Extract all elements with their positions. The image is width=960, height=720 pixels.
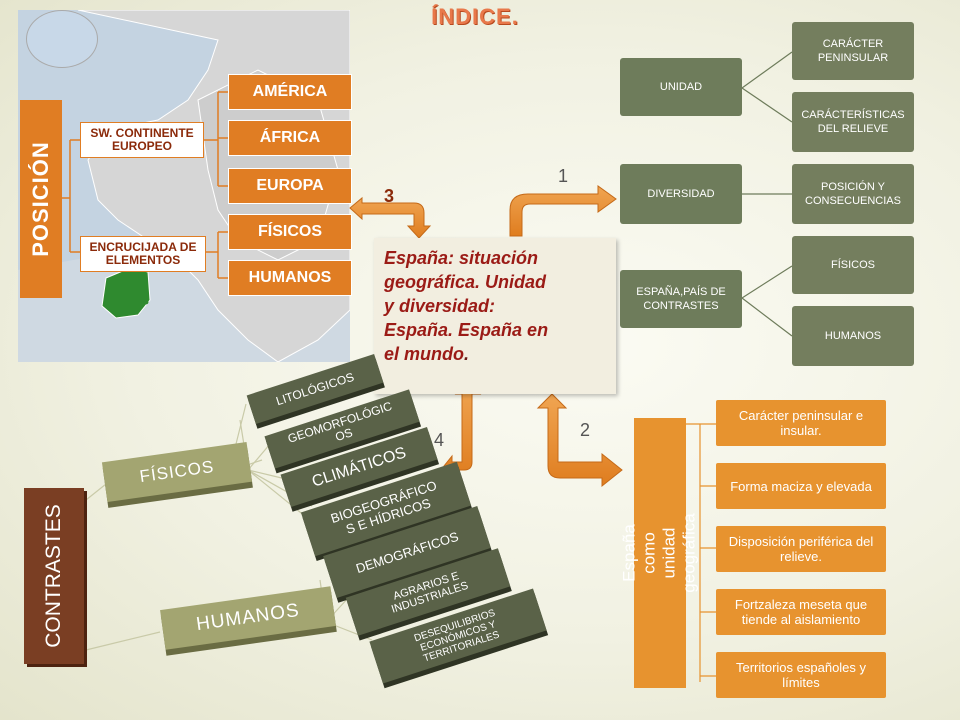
arrow-2 <box>536 393 623 488</box>
arrow-1 <box>509 185 617 237</box>
humanos-map-box: HUMANOS <box>228 260 352 296</box>
arrow-3 <box>349 196 432 239</box>
number-3: 3 <box>384 186 395 206</box>
unidad-item-5: Territorios españoles y límites <box>716 652 886 698</box>
caracter-peninsular-box: CARÁCTER PENINSULAR <box>792 22 914 80</box>
humanos-tree-box: HUMANOS <box>792 306 914 366</box>
unidad-box: UNIDAD <box>620 58 742 116</box>
central-topic-box: España: situación geográfica. Unidad y d… <box>374 238 616 394</box>
globe-inset <box>26 10 98 68</box>
center-line-5: el mundo <box>384 344 464 364</box>
unidad-geografica-bar: España como unidad geográfica <box>620 418 699 688</box>
contrastes-bar: CONTRASTES <box>24 488 84 664</box>
diversidad-box: DIVERSIDAD <box>620 164 742 224</box>
sw-continente-box: SW. CONTINENTE EUROPEO <box>80 122 204 158</box>
number-2: 2 <box>580 420 591 440</box>
posicion-bar: POSICIÓN <box>20 100 62 298</box>
humanos-category-label: HUMANOS <box>194 599 301 636</box>
caracteristicas-relieve-box: CARÁCTERÍSTICAS DEL RELIEVE <box>792 92 914 152</box>
posicion-consecuencias-box: POSICIÓN Y CONSECUENCIAS <box>792 164 914 224</box>
page-title: ÍNDICE. <box>431 4 519 29</box>
unidad-item-3: Disposición periférica del relieve. <box>716 526 886 572</box>
arrow-4 <box>443 383 482 478</box>
africa-box: ÁFRICA <box>228 120 352 156</box>
unidad-item-1: Carácter peninsular e insular. <box>716 400 886 446</box>
fisicos-tree-box: FÍSICOS <box>792 236 914 294</box>
europa-box: EUROPA <box>228 168 352 204</box>
america-box: AMÉRICA <box>228 74 352 110</box>
encrucijada-label: ENCRUCIJADA DE ELEMENTOS <box>89 240 197 267</box>
center-line-1: España: situación <box>384 248 539 268</box>
contrastes-pais-box: ESPAÑA,PAÍS DE CONTRASTES <box>620 270 742 328</box>
fisicos-map-box: FÍSICOS <box>228 214 352 250</box>
number-1: 1 <box>558 166 569 186</box>
unidad-item-2: Forma maciza y elevada <box>716 463 886 509</box>
contrastes-label: CONTRASTES <box>42 504 66 648</box>
center-end: . <box>464 344 470 364</box>
center-line-4: España. España en <box>384 320 549 340</box>
unidad-item-4: Fortzaleza meseta que tiende al aislamie… <box>716 589 886 635</box>
center-line-2: geográfica. Unidad <box>384 272 547 292</box>
center-line-3: y diversidad: <box>384 296 496 316</box>
fisicos-category-label: FÍSICOS <box>138 456 216 487</box>
sw-continente-label: SW. CONTINENTE EUROPEO <box>90 126 194 153</box>
central-topic-text: España: situación geográfica. Unidad y d… <box>384 246 606 366</box>
number-4: 4 <box>434 430 445 450</box>
encrucijada-box: ENCRUCIJADA DE ELEMENTOS <box>80 236 206 272</box>
